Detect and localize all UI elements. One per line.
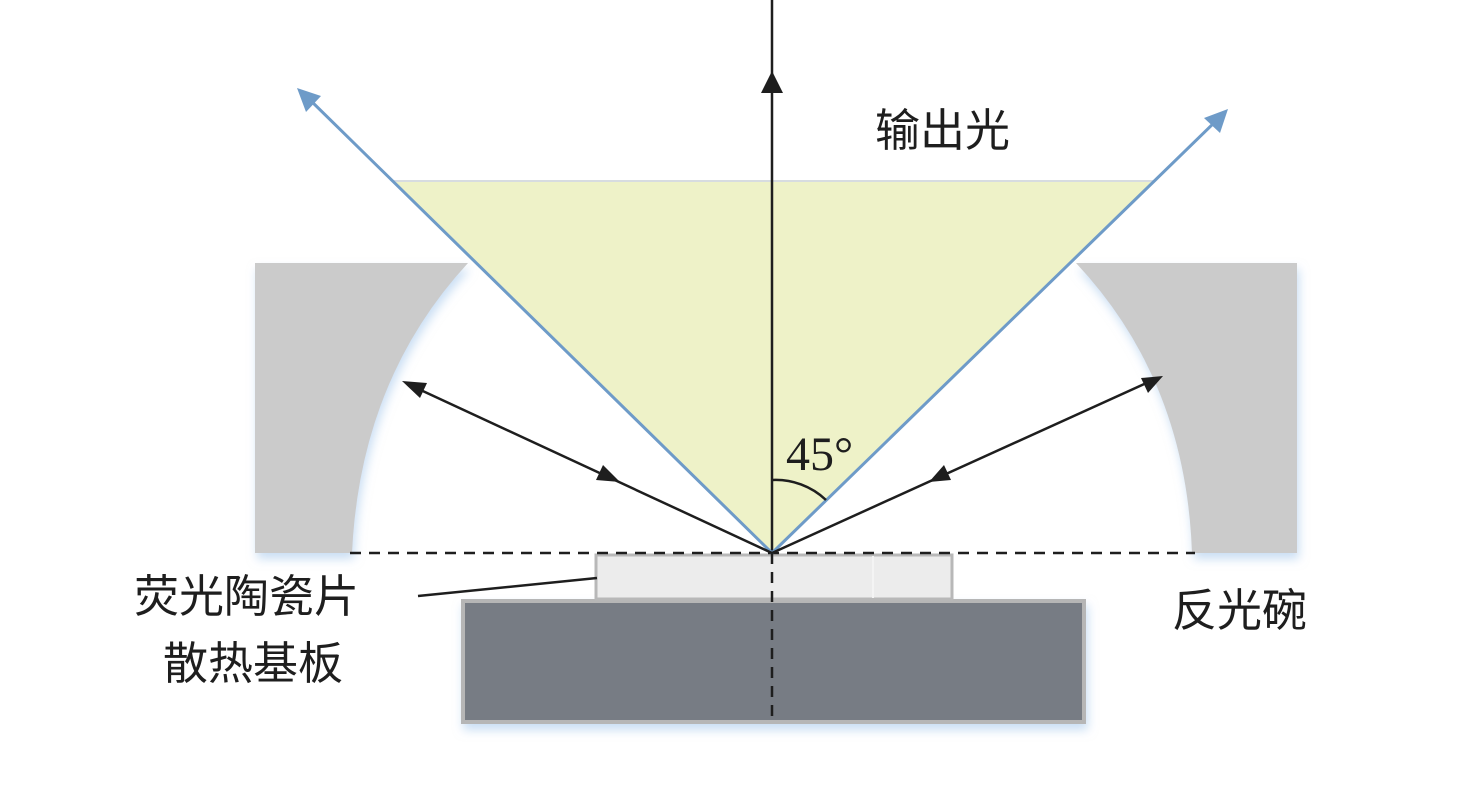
arrow-head-icon	[402, 381, 427, 398]
heat-sink-substrate	[461, 599, 1086, 724]
arrow-head-icon	[1141, 376, 1163, 393]
arrow-head-icon	[929, 465, 951, 482]
edge-ray-right	[770, 117, 1220, 555]
angle-label: 45°	[786, 428, 853, 481]
reflected-ray-left	[411, 384, 773, 555]
arrow-head-icon	[596, 465, 620, 482]
substrate-label: 散热基板	[163, 637, 343, 690]
ceramic-leader-line	[417, 576, 598, 598]
light-cone	[389, 180, 1158, 555]
output-light-label: 输出光	[875, 104, 1010, 157]
ceramic-label: 荧光陶瓷片	[134, 570, 359, 623]
reflector-left	[255, 263, 468, 553]
edge-ray-left	[305, 95, 774, 555]
reflector-right	[1076, 263, 1297, 553]
arrow-up-left-icon	[297, 88, 321, 112]
reflected-ray-right	[771, 378, 1154, 555]
arrow-up-icon	[761, 71, 783, 93]
reflector-label: 反光碗	[1172, 584, 1307, 637]
fluorescent-ceramic-plate	[594, 553, 954, 601]
arrow-up-right-icon	[1204, 109, 1228, 133]
angle-arc	[771, 478, 827, 501]
